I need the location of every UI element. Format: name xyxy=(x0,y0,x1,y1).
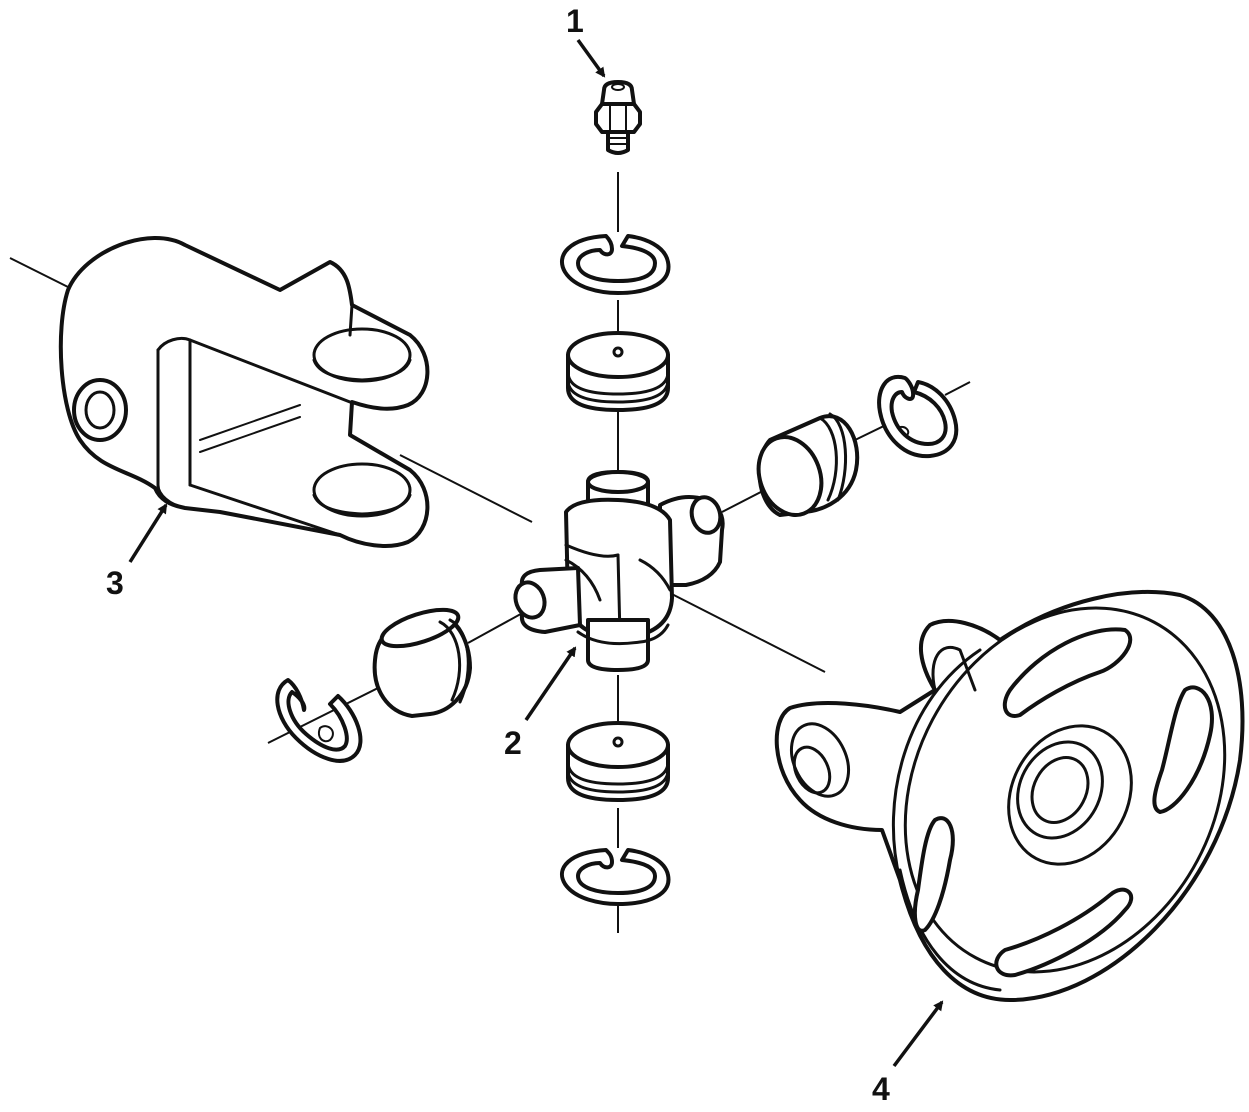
callout-3: 3 xyxy=(106,503,168,601)
callout-label-2: 2 xyxy=(504,725,522,761)
callout-label-4: 1 xyxy=(566,3,584,39)
grease-fitting-part-4 xyxy=(594,80,642,155)
universal-joint-cross-part-2 xyxy=(513,470,725,672)
bearing-cup-left xyxy=(372,607,472,718)
callout-4: 1 xyxy=(566,3,606,78)
callout-1: 4 xyxy=(872,1000,944,1107)
bearing-cup-right xyxy=(756,412,860,517)
retaining-ring-top xyxy=(560,234,671,295)
callout-2: 2 xyxy=(504,646,577,761)
retaining-ring-right xyxy=(877,374,959,459)
bearing-cup-bottom xyxy=(566,721,670,802)
retaining-ring-bottom xyxy=(560,848,671,906)
flange-part-1 xyxy=(774,590,1245,1002)
retaining-ring-left xyxy=(275,678,363,763)
yoke-part-3 xyxy=(58,235,430,548)
callout-label-1: 4 xyxy=(872,1071,890,1107)
bearing-cup-top xyxy=(566,331,670,412)
callout-label-3: 3 xyxy=(106,565,124,601)
